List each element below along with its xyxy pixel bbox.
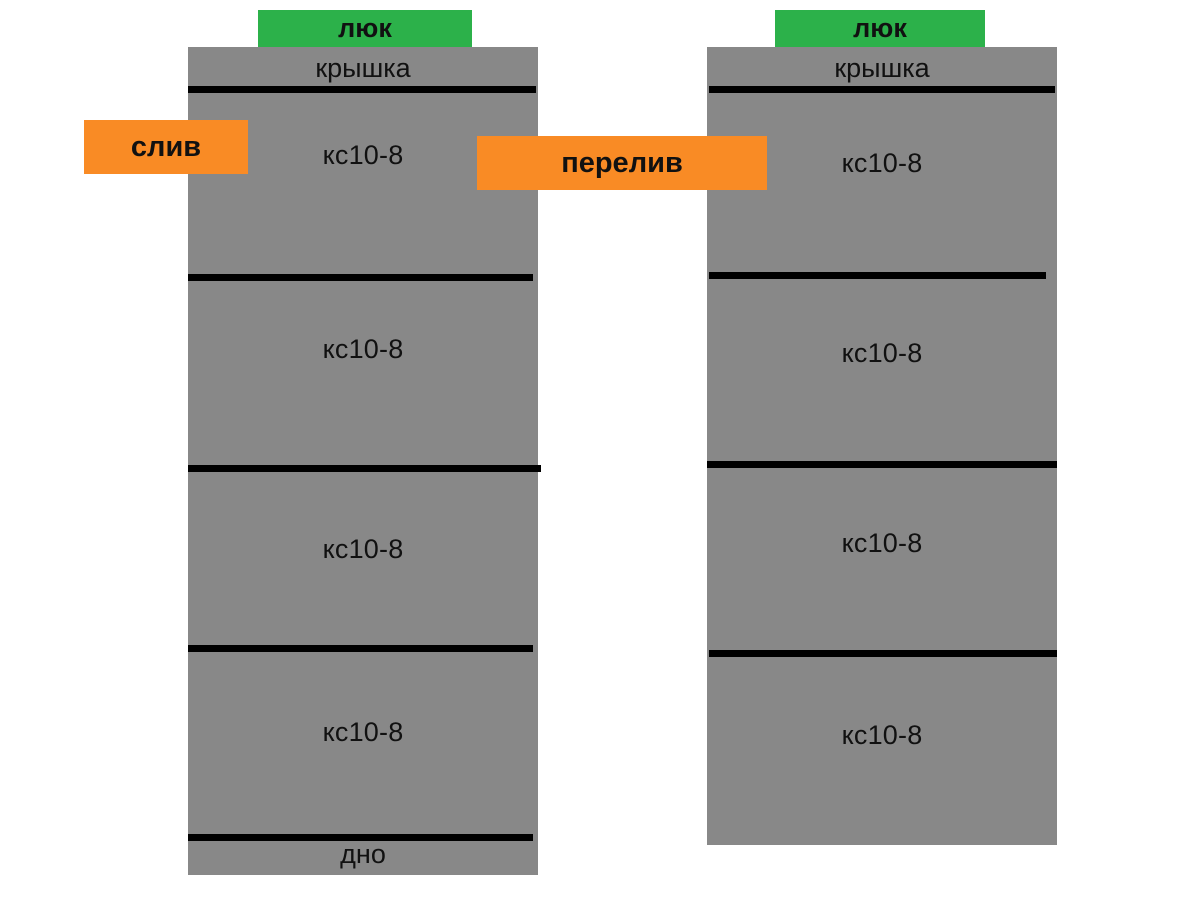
left-well-ring-label-2: кс10-8: [322, 334, 404, 364]
right-well-hatch-label: люк: [853, 13, 907, 43]
left-well-ring-label-4: кс10-8: [322, 717, 404, 747]
right-well-ring-label-3: кс10-8: [841, 528, 923, 558]
left-well-bottom-label: дно: [340, 839, 386, 869]
left-well-ring-line-3: [188, 645, 533, 652]
right-well-ring-line-3: [709, 650, 1057, 657]
left-well-bottom-line: [188, 834, 533, 841]
left-well-cover-label: крышка: [315, 53, 411, 83]
inlet-pipe-sliv: слив: [84, 120, 248, 174]
inlet-pipe-label: слив: [130, 130, 202, 163]
left-well-ring-line-1: [188, 274, 533, 281]
left-well-ring-line-2: [188, 465, 541, 472]
right-well-ring-label-4: кс10-8: [841, 720, 923, 750]
right-well-ring-line-2: [707, 461, 1057, 468]
right-well-hatch: люк: [775, 10, 985, 47]
right-well-cover-label: крышка: [834, 53, 930, 83]
left-well-hatch-label: люк: [338, 13, 392, 43]
left-well-hatch: люк: [258, 10, 472, 47]
overflow-pipe-pereliv: перелив: [477, 136, 767, 190]
left-well-ring-label-3: кс10-8: [322, 534, 404, 564]
right-well-cover-line: [709, 86, 1055, 93]
overflow-pipe-label: перелив: [561, 146, 683, 179]
right-well-ring-label-1: кс10-8: [841, 148, 923, 178]
left-well-cover-line: [188, 86, 536, 93]
right-well-shaft-lower: [711, 645, 1057, 845]
left-well-ring-label-1: кс10-8: [322, 140, 404, 170]
right-well-ring-line-1: [709, 272, 1046, 279]
right-well-ring-label-2: кс10-8: [841, 338, 923, 368]
